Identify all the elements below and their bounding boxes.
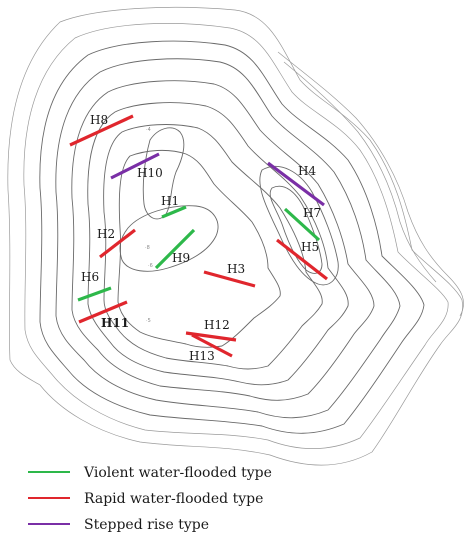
- well-segment-h12: [185, 331, 237, 342]
- well-segment-h1: [161, 205, 187, 219]
- contour-line-east-fringe: [277, 51, 464, 317]
- contour-line-inner-c: [259, 165, 339, 286]
- well-segment-h11: [78, 300, 128, 324]
- legend: Violent water-flooded type Rapid water-f…: [28, 465, 272, 533]
- contour-line-outer: [7, 6, 463, 466]
- well-segments: [69, 114, 328, 358]
- well-label-h11: H11: [101, 316, 129, 330]
- contour-line-east-fringe-2: [283, 61, 437, 283]
- well-label-h7: H7: [303, 206, 321, 220]
- contour-line-8: [117, 149, 281, 348]
- contour-line-2: [23, 23, 449, 450]
- well-label-h4: H4: [298, 164, 316, 178]
- contour-tick-mark: ·6: [148, 263, 153, 269]
- well-label-h13: H13: [189, 349, 215, 363]
- well-label-h1: H1: [161, 194, 179, 208]
- well-labels: H8 H10 H1 H2 H9 H3 H4 H7 H5 H6 H11 H12 H…: [81, 113, 321, 363]
- well-label-h8: H8: [90, 113, 108, 127]
- well-segment-h7: [283, 207, 321, 242]
- well-segment-h4: [267, 161, 325, 207]
- well-label-h3: H3: [227, 262, 245, 276]
- well-label-h2: H2: [97, 227, 115, 241]
- contour-line-3: [39, 40, 425, 434]
- contour-line-7: [103, 124, 323, 370]
- well-label-h12: H12: [204, 318, 230, 332]
- well-segment-h2: [99, 228, 136, 259]
- contour-value-marks: ·4 ·8 ·6 ·5: [145, 127, 153, 324]
- contour-line-4: [55, 58, 401, 419]
- contour-tick-mark: ·5: [146, 318, 151, 324]
- legend-label-violent: Violent water-flooded type: [83, 465, 272, 481]
- legend-label-rapid: Rapid water-flooded type: [84, 491, 263, 507]
- legend-label-stepped: Stepped rise type: [84, 517, 209, 533]
- well-label-h5: H5: [301, 240, 319, 254]
- well-label-h9: H9: [172, 251, 190, 265]
- well-segment-h8: [69, 114, 134, 147]
- well-segment-h6: [77, 286, 112, 302]
- well-segment-h3: [203, 270, 256, 288]
- well-label-h6: H6: [81, 270, 99, 284]
- well-segment-h9: [154, 228, 196, 270]
- contour-line-inner-a: [142, 127, 185, 220]
- well-segment-h5: [276, 238, 328, 281]
- well-label-h10: H10: [137, 166, 163, 180]
- contour-line-inner-b: [119, 205, 219, 272]
- well-segment-h13: [191, 333, 233, 358]
- contour-tick-mark: ·8: [145, 245, 150, 251]
- contour-tick-mark: ·4: [146, 127, 151, 133]
- contour-lines: [7, 6, 464, 466]
- well-segment-h10: [110, 152, 160, 180]
- contour-line-5: [71, 80, 375, 401]
